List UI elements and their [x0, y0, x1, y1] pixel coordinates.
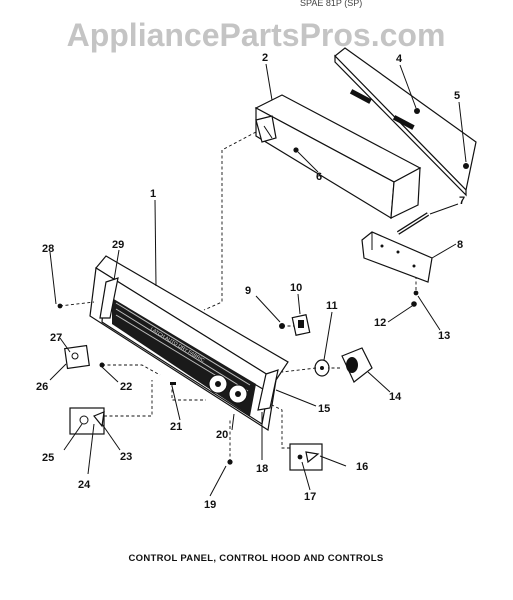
vent-slots-upper: [349, 89, 372, 104]
callout-22: 22: [120, 381, 132, 393]
rod-part-7: [396, 212, 430, 235]
endcap-part-15: [257, 369, 279, 411]
callout-9: 9: [245, 285, 251, 297]
callout-8: 8: [457, 239, 463, 251]
assembly-line-knobs: [281, 325, 340, 373]
clip-part-27: [64, 344, 90, 370]
control-hood: [254, 94, 422, 220]
assembly-line-21: [171, 384, 206, 401]
knob-part-11: [314, 359, 330, 377]
callout-18: 18: [256, 463, 268, 475]
switch-part-10: [291, 314, 311, 336]
callout-10: 10: [290, 282, 302, 294]
clip-part-21: [170, 382, 176, 385]
callout-15: 15: [318, 403, 330, 415]
control-panel: LATCH AUTO DRY FABRIC: [89, 255, 289, 431]
bracket-part-25: [69, 407, 105, 435]
callout-5: 5: [454, 90, 460, 102]
callout-11: 11: [326, 300, 338, 312]
bracket-part-16: [289, 443, 323, 471]
callout-17: 17: [304, 491, 316, 503]
callout-7: 7: [459, 195, 465, 207]
screw-part-4: [414, 108, 420, 114]
knob-part-14: [341, 347, 373, 383]
callout-1: 1: [150, 188, 156, 200]
callout-27: 27: [50, 332, 62, 344]
watermark: AppliancePartsPros.com: [67, 17, 446, 53]
callout-6: 6: [316, 171, 322, 183]
diagram-caption: CONTROL PANEL, CONTROL HOOD AND CONTROLS: [129, 553, 384, 564]
callout-26: 26: [36, 381, 48, 393]
assembly-line-left: [59, 301, 95, 307]
assembly-line-22: [102, 364, 161, 376]
callout-16: 16: [356, 461, 368, 473]
callout-20: 20: [216, 429, 228, 441]
screw-part-5: [463, 163, 469, 169]
callout-4: 4: [396, 53, 403, 65]
top-cutoff-text: SPAE 81P (SP): [300, 0, 362, 8]
screw-part-6: [293, 147, 299, 153]
callout-12: 12: [374, 317, 386, 329]
callout-13: 13: [438, 330, 450, 342]
callout-23: 23: [120, 451, 132, 463]
callout-29: 29: [112, 239, 124, 251]
bracket-part-8: [361, 231, 433, 283]
assembly-line-16: [269, 403, 290, 449]
callout-25: 25: [42, 452, 54, 464]
callout-24: 24: [78, 479, 91, 491]
callout-2: 2: [262, 52, 268, 64]
back-plate: [334, 47, 477, 197]
assembly-line-25: [104, 380, 153, 417]
screw-part-13: [413, 290, 419, 296]
callout-19: 19: [204, 499, 216, 511]
callout-21: 21: [170, 421, 182, 433]
screw-part-12: [411, 301, 417, 307]
callout-28: 28: [42, 243, 54, 255]
assembly-line-hood: [203, 131, 257, 311]
callout-14: 14: [389, 391, 402, 403]
vent-slots-lower: [392, 115, 415, 130]
